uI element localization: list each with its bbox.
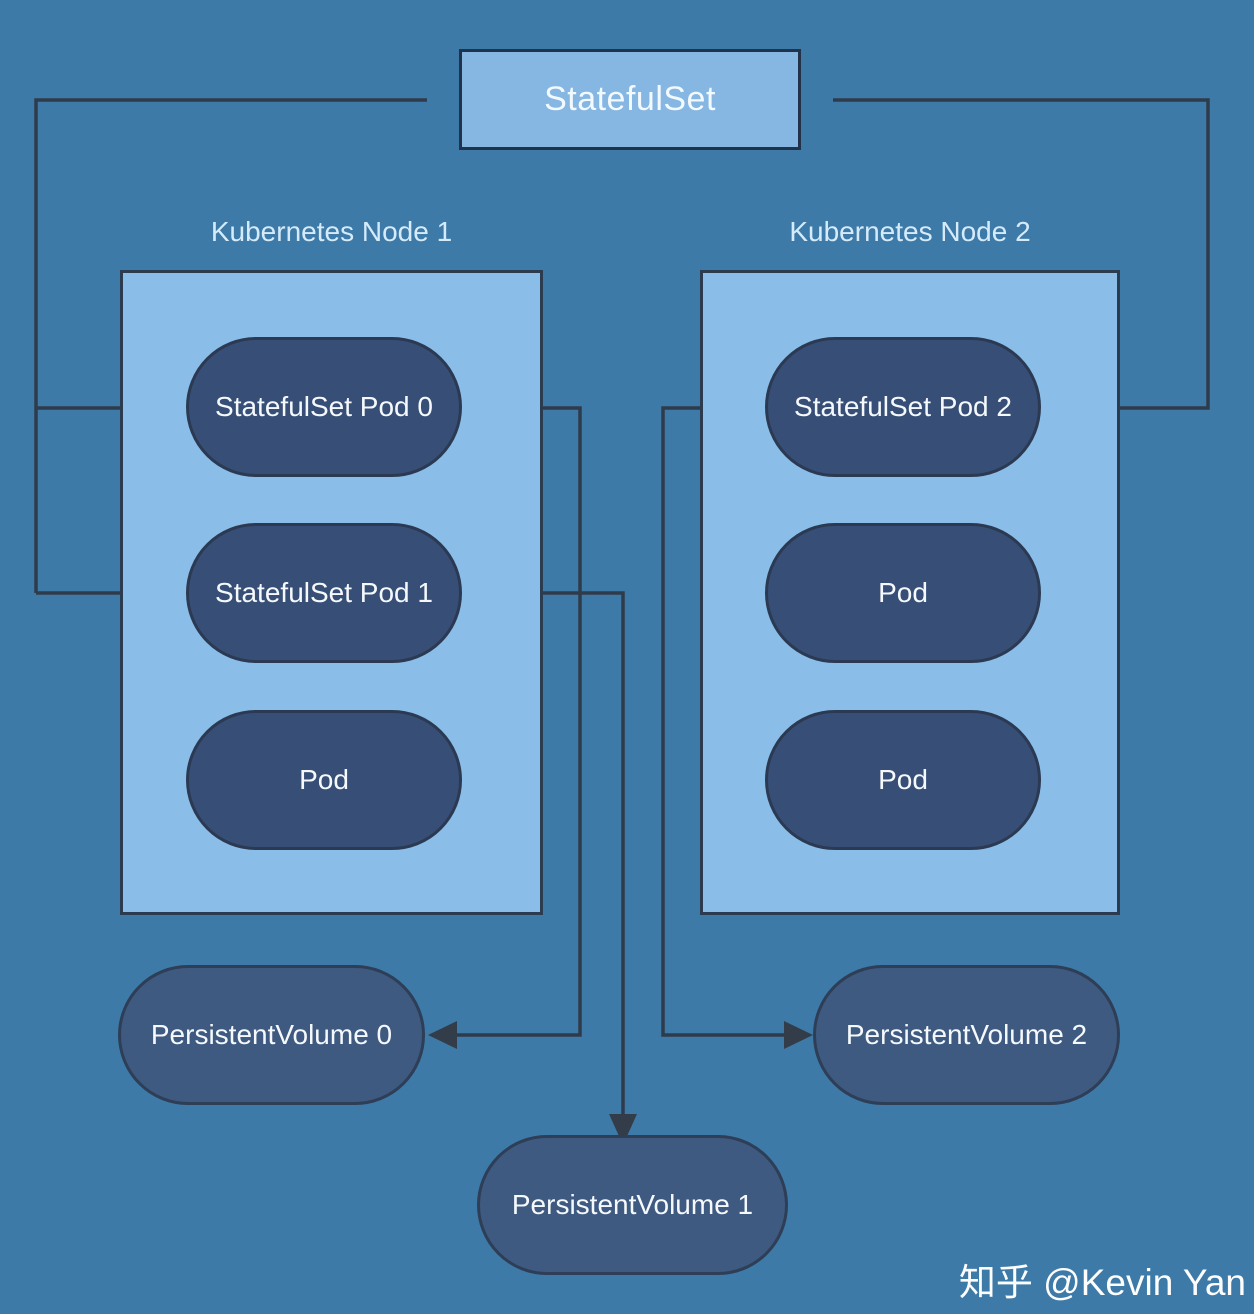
- pod-label: StatefulSet Pod 0: [215, 391, 433, 422]
- pod-plain-node2-a: Pod: [765, 523, 1041, 663]
- pod-statefulset-1: StatefulSet Pod 1: [186, 523, 462, 663]
- pod-label: Pod: [878, 577, 928, 608]
- persistent-volume-1: PersistentVolume 1: [477, 1135, 788, 1275]
- node-2-label: Kubernetes Node 2: [789, 216, 1031, 247]
- pod-plain-node2-b: Pod: [765, 710, 1041, 850]
- pod-statefulset-0: StatefulSet Pod 0: [186, 337, 462, 477]
- volume-label: PersistentVolume 1: [511, 1189, 754, 1220]
- volume-label: PersistentVolume 0: [150, 1019, 393, 1050]
- pod-label: StatefulSet Pod 2: [794, 391, 1012, 422]
- pod-statefulset-2: StatefulSet Pod 2: [765, 337, 1041, 477]
- pod-label: StatefulSet Pod 1: [215, 577, 433, 608]
- persistent-volume-2: PersistentVolume 2: [813, 965, 1120, 1105]
- pod-label: Pod: [299, 764, 349, 795]
- statefulset-box: StatefulSet: [459, 49, 801, 150]
- statefulset-label: StatefulSet: [544, 80, 716, 118]
- pod-plain-node1: Pod: [186, 710, 462, 850]
- watermark: 知乎 @Kevin Yan: [958, 1262, 1246, 1303]
- node-1-label: Kubernetes Node 1: [210, 216, 453, 247]
- volume-label: PersistentVolume 2: [845, 1019, 1088, 1050]
- persistent-volume-0: PersistentVolume 0: [118, 965, 425, 1105]
- pod-label: Pod: [878, 764, 928, 795]
